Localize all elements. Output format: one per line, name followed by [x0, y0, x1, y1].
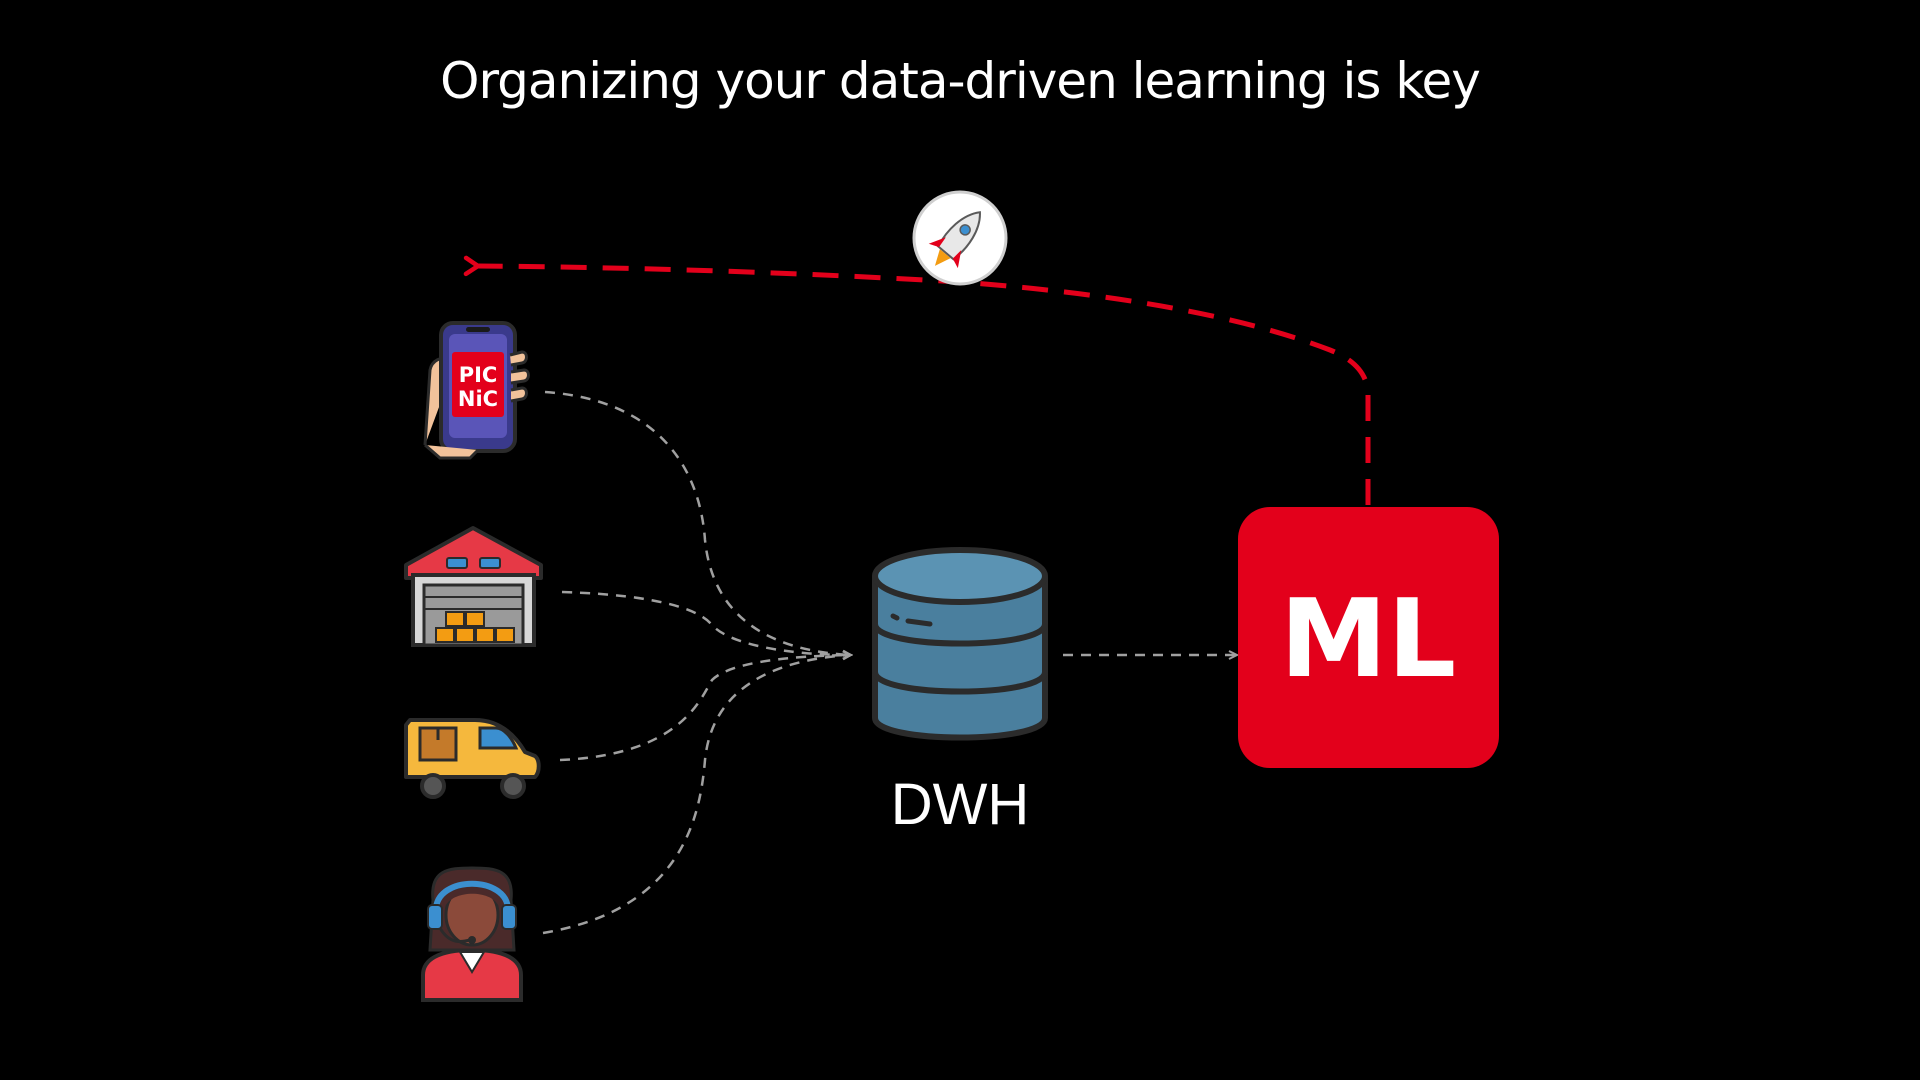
ml-label: ML [1280, 577, 1456, 702]
flow-agent-to-dwh [542, 655, 850, 935]
phone-app-icon: PIC NiC [423, 321, 530, 460]
flow-app-to-dwh [544, 390, 850, 655]
rocket-icon [912, 190, 1008, 286]
dwh-label: DWH [891, 772, 1030, 837]
flow-van-to-dwh [559, 655, 850, 762]
app-logo-line2: NiC [458, 387, 498, 411]
customer-support-agent-icon [421, 866, 523, 1002]
ml-logo-icon: ML [1238, 507, 1499, 768]
slide-title: Organizing your data-driven learning is … [440, 52, 1481, 110]
flow-warehouse-to-dwh [561, 590, 850, 655]
feedback-arrow [463, 255, 1371, 505]
database-icon [872, 547, 1048, 741]
warehouse-icon [404, 526, 543, 647]
app-logo-line1: PIC [459, 363, 498, 387]
delivery-van-icon [404, 718, 541, 799]
